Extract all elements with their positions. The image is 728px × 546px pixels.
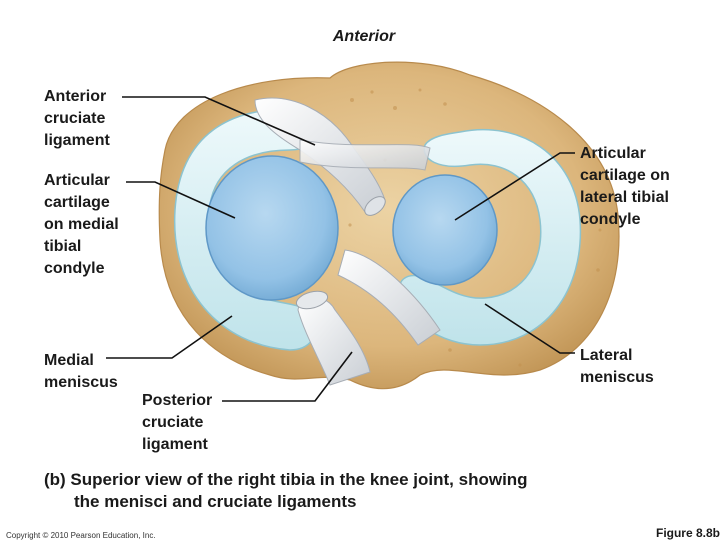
- medial-cartilage-shape: [205, 155, 339, 301]
- lateral-meniscus-leader: [484, 303, 575, 354]
- anterior-horn-band: [299, 139, 431, 171]
- anterior-label: Anterior: [332, 28, 396, 45]
- pcl-label: Posterior cruciate ligament: [142, 392, 213, 453]
- acl-leader: [122, 96, 316, 146]
- acl-label: Anterior cruciate ligament: [44, 88, 110, 149]
- copyright-notice: Copyright © 2010 Pearson Education, Inc.: [6, 531, 156, 540]
- medial-meniscus-label: Medial meniscus: [44, 352, 118, 391]
- caption-line-2: the menisci and cruciate ligaments: [74, 492, 357, 511]
- medial-meniscus-leader: [106, 315, 233, 359]
- pcl-leader: [222, 351, 353, 402]
- lateral-cartilage-shape: [392, 174, 498, 286]
- lateral-cartilage-leader: [454, 152, 575, 221]
- caption-line-1: (b) Superior view of the right tibia in …: [44, 470, 528, 489]
- lateral-meniscus-label: Lateral meniscus: [580, 347, 654, 386]
- posterior-horn-band: [337, 249, 441, 346]
- figure-caption: (b) Superior view of the right tibia in …: [44, 469, 684, 513]
- medial-cartilage-label: Articular cartilage on medial tibial con…: [44, 172, 119, 277]
- lateral-cartilage-label: Articular cartilage on lateral tibial co…: [580, 145, 670, 228]
- leader-lines: [106, 96, 575, 402]
- medial-cartilage-leader: [126, 181, 236, 219]
- figure-number: Figure 8.8b: [655, 526, 720, 540]
